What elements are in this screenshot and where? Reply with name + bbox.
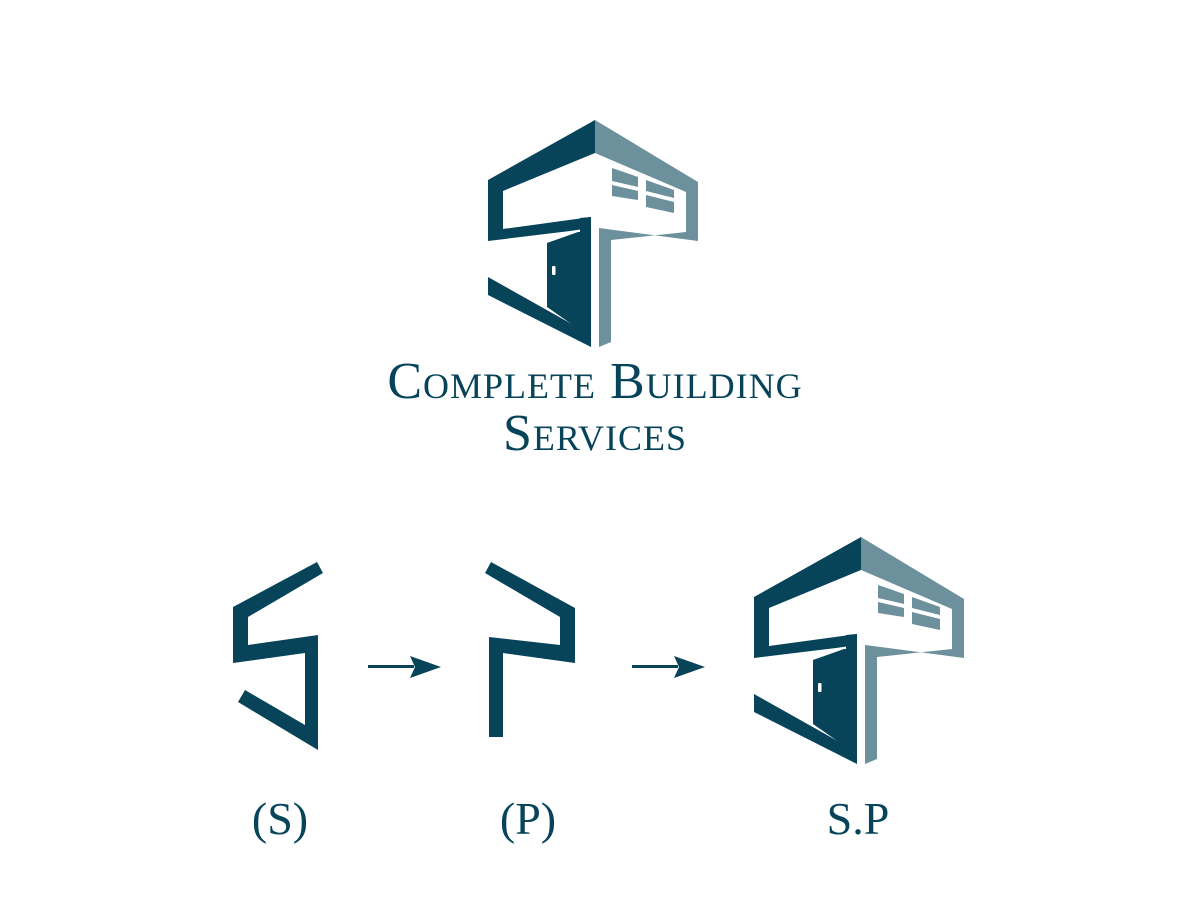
p-letter-shape-icon	[485, 562, 575, 737]
arrow-right-icon	[368, 656, 441, 678]
step-label-p: (P)	[499, 793, 557, 844]
sp-building-logo-icon	[754, 537, 964, 764]
brand-name-line-1: Complete Building	[387, 353, 803, 410]
step-label-s: (S)	[251, 793, 309, 844]
step-label-sp: S.P	[826, 793, 890, 844]
brand-name-line-2: Services	[502, 405, 688, 462]
s-letter-shape-icon	[233, 562, 323, 750]
arrow-right-icon	[632, 656, 705, 678]
main-building-logo-icon	[488, 120, 698, 347]
